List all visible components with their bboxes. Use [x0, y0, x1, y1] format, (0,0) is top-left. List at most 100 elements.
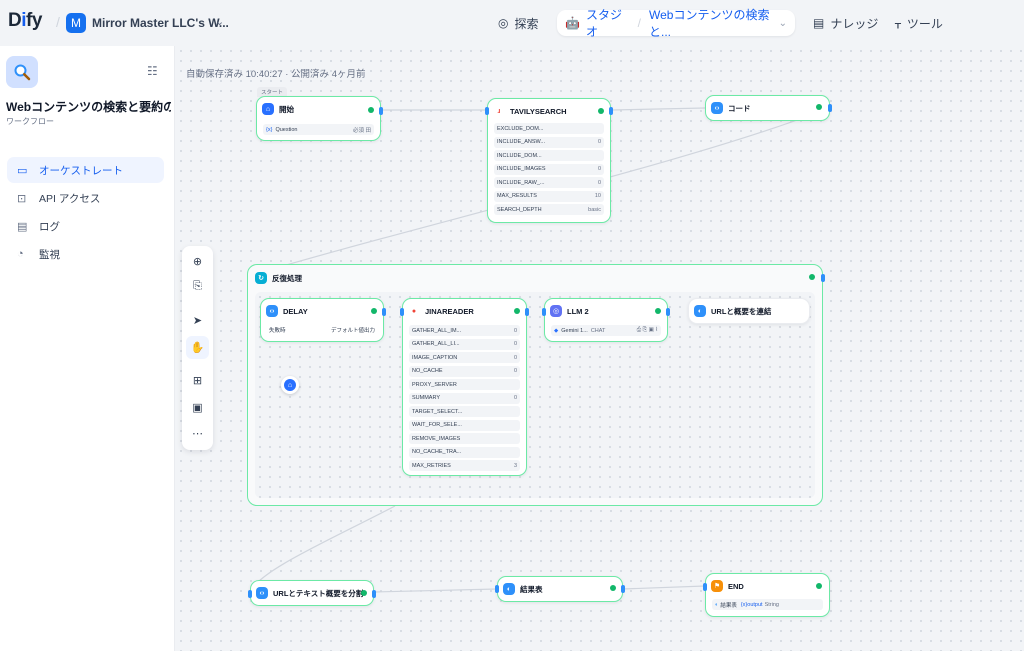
input-handle[interactable]: [485, 107, 489, 115]
template-icon: ◐: [715, 601, 719, 608]
terminal-icon: ⊡: [17, 192, 27, 205]
nav-app-name[interactable]: Webコンテンツの検索と...: [648, 8, 770, 39]
sidebar-item-api[interactable]: ⊡ API アクセス: [7, 185, 164, 211]
workspace-name[interactable]: Mirror Master LLC's W...: [92, 16, 229, 30]
add-node-icon[interactable]: ⊕: [192, 256, 203, 268]
node-header: ◐ URLと概要を連結: [694, 305, 771, 317]
param-name: IMAGE_CAPTION: [412, 354, 458, 361]
end-output-row: ◐ 結果表 {x}output String: [712, 599, 823, 610]
param-row: GATHER_ALL_IM...0: [409, 325, 520, 336]
output-handle[interactable]: [621, 585, 625, 593]
end-icon: ⚑: [711, 580, 723, 592]
output-handle[interactable]: [821, 274, 825, 282]
output-handle[interactable]: [666, 308, 670, 316]
output-handle[interactable]: [828, 104, 832, 112]
node-llm[interactable]: ◎ LLM 2 ◆ Gemini 1... CHAT ⎙ ⎘ ▣ ⌇: [542, 298, 670, 342]
nav-tools[interactable]: ᚁ ツール: [895, 10, 943, 36]
minimap-icon[interactable]: ▣: [192, 402, 203, 414]
node-concat[interactable]: ◐ URLと概要を連結: [688, 298, 810, 324]
param-value: 10: [594, 193, 601, 199]
hand-icon[interactable]: ✋: [186, 336, 209, 359]
top-header: Dify / M Mirror Master LLC's W... ⌄ ◎ 探索…: [0, 0, 1024, 46]
output-handle[interactable]: [379, 107, 383, 115]
node-end[interactable]: ⚑ END ◐ 結果表 {x}output String: [703, 573, 830, 617]
variable-meta: 必須 田: [352, 127, 371, 134]
sidebar-item-label: 監視: [39, 248, 60, 261]
output-type: String: [764, 601, 779, 608]
node-result-table[interactable]: ◐ 結果表: [495, 576, 625, 602]
node-code[interactable]: ‹› コード: [705, 95, 832, 121]
node-header: ↻ 反復処理: [255, 272, 302, 284]
status-ok-icon: [598, 108, 604, 114]
monitor-icon: ◔: [17, 248, 24, 260]
settings-sliders-icon[interactable]: ☷: [147, 64, 158, 78]
chevron-down-icon[interactable]: ⌄: [215, 16, 225, 28]
node-header: ⌂ 開始: [262, 103, 294, 115]
code-icon: ‹›: [711, 102, 723, 114]
param-value: 0: [597, 166, 601, 172]
organize-icon[interactable]: ⊞: [192, 375, 203, 387]
param-row: EXCLUDE_DOM...: [494, 123, 604, 134]
pointer-icon[interactable]: ➤: [192, 315, 203, 327]
output-handle[interactable]: [609, 107, 613, 115]
output-handle[interactable]: [372, 590, 376, 598]
param-value: 0: [597, 139, 601, 145]
param-value: 0: [513, 354, 517, 361]
add-note-icon[interactable]: ⎘: [193, 280, 202, 292]
param-name: NO_CACHE_TRA...: [412, 449, 462, 455]
input-handle[interactable]: [248, 590, 252, 598]
param-row: PROXY_SERVER: [409, 379, 520, 390]
node-title: 開始: [279, 104, 294, 114]
sidebar-item-label: ログ: [39, 220, 60, 233]
node-start[interactable]: ⌂ 開始 {x} Question 必須 田: [256, 96, 383, 141]
input-handle[interactable]: [400, 308, 404, 316]
workspace-avatar[interactable]: M: [66, 13, 86, 33]
fail-branch-node[interactable]: ⌂: [281, 376, 299, 394]
node-title: LLM 2: [567, 306, 589, 316]
param-row: GATHER_ALL_LI...0: [409, 338, 520, 350]
node-title: URLとテキスト概要を分割: [273, 588, 364, 598]
param-value: 0: [513, 368, 517, 374]
node-header: ‹› コード: [711, 102, 751, 114]
nav-studio[interactable]: 🤖 スタジオ / Webコンテンツの検索と... ⌄: [557, 8, 795, 39]
header-separator: /: [56, 14, 60, 30]
output-handle[interactable]: [525, 308, 529, 316]
status-ok-icon: [361, 590, 367, 596]
input-handle[interactable]: [542, 308, 546, 316]
node-delay[interactable]: ‹› DELAY 失敗時 デフォルト値出力: [260, 298, 386, 342]
status-ok-icon: [816, 583, 822, 589]
output-handle[interactable]: [382, 308, 386, 316]
canvas-toolbar: ⊕ ⎘ ➤ ✋ ⊞ ▣ ⋯: [182, 246, 213, 450]
status-ok-icon: [368, 107, 374, 113]
nav-explore[interactable]: ◎ 探索: [498, 10, 539, 36]
hammer-icon: ᚁ: [895, 16, 901, 30]
node-title: TAVILYSEARCH: [510, 106, 567, 116]
output-node: 結果表: [720, 602, 737, 609]
document-icon: ▤: [17, 220, 28, 233]
more-icon[interactable]: ⋯: [192, 428, 203, 440]
sidebar: ☷ Webコンテンツの検索と要約の... ワークフロー ▭ オーケストレート ⊡…: [0, 46, 175, 651]
param-name: MAX_RETRIES: [412, 462, 451, 469]
template-icon: ◐: [503, 583, 515, 595]
node-split[interactable]: ‹› URLとテキスト概要を分割: [248, 580, 376, 606]
sidebar-item-orchestrate[interactable]: ▭ オーケストレート: [7, 157, 164, 183]
chevron-down-icon[interactable]: ⌄: [778, 17, 787, 29]
app-title: Webコンテンツの検索と要約の...: [6, 100, 171, 114]
fail-label: 失敗時: [269, 328, 286, 334]
jina-icon: ●: [408, 305, 420, 317]
input-handle[interactable]: [495, 585, 499, 593]
param-row: TARGET_SELECT...: [409, 406, 520, 417]
fail-value: デフォルト値出力: [330, 328, 375, 334]
sidebar-item-label: API アクセス: [39, 192, 101, 205]
node-tavily-search[interactable]: ɹ TAVILYSEARCH EXCLUDE_DOM...INCLUDE_ANS…: [485, 98, 613, 223]
variable-name: Question: [275, 126, 298, 133]
nav-knowledge[interactable]: ▤ ナレッジ: [813, 10, 878, 36]
dify-logo[interactable]: Dify: [8, 10, 42, 31]
node-title: JINAREADER: [425, 306, 474, 316]
sidebar-item-monitor[interactable]: ◔ 監視: [7, 241, 164, 267]
start-tag: スタート: [257, 87, 288, 97]
sidebar-item-logs[interactable]: ▤ ログ: [7, 213, 164, 239]
input-handle[interactable]: [703, 583, 707, 591]
